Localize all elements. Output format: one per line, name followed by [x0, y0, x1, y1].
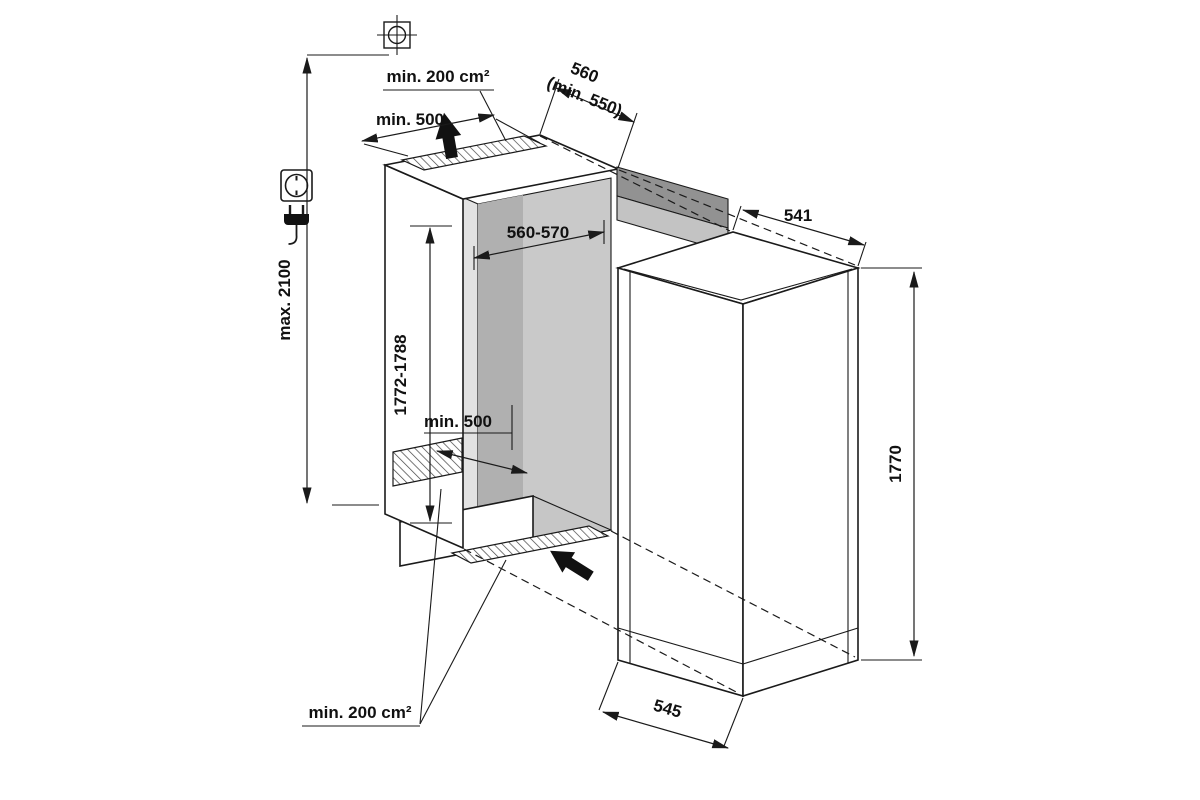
airflow-intake-arrow-icon [550, 550, 594, 581]
dim-niche-width: 560-570 [472, 220, 606, 270]
appliance-drawing [615, 166, 861, 698]
label-top-vent-area: min. 200 cm² [387, 67, 490, 86]
dim-top-vent-width: min. 500 [360, 110, 541, 157]
power-plug-icon [284, 205, 309, 245]
power-socket-icon [280, 169, 313, 202]
plinth-line-right [742, 627, 859, 665]
dim-niche-height: 1772-1788 [391, 225, 452, 524]
dim-appliance-width: 541 [732, 205, 867, 267]
label-niche-width: 560-570 [507, 223, 569, 242]
label-niche-height: 1772-1788 [391, 334, 410, 415]
crosshair-mark-icon [377, 15, 417, 55]
dim-ceiling-max: max. 2100 [275, 15, 417, 506]
appliance-top-edge-detail [623, 268, 853, 301]
label-top-vent-width: min. 500 [376, 110, 444, 129]
dim-floor-clearance: min. 500 [424, 405, 529, 474]
dim-bottom-vent-area: min. 200 cm² [302, 488, 507, 727]
plinth-line-left [617, 627, 744, 665]
label-floor-clearance: min. 500 [424, 412, 492, 431]
bottom-vent-hatch [450, 525, 610, 564]
niche-drawing [382, 112, 621, 581]
label-bottom-vent-area: min. 200 cm² [309, 703, 412, 722]
appliance-right-face [742, 266, 859, 698]
label-appliance-width: 541 [784, 206, 812, 225]
dim-appliance-height: 1770 [861, 267, 922, 661]
top-vent-hatch [400, 135, 548, 171]
label-appliance-height: 1770 [886, 445, 905, 483]
projection-lines [463, 135, 856, 695]
label-ceiling-max: max. 2100 [275, 259, 294, 340]
label-appliance-depth: 545 [651, 696, 684, 722]
appliance-left-face [617, 266, 744, 698]
